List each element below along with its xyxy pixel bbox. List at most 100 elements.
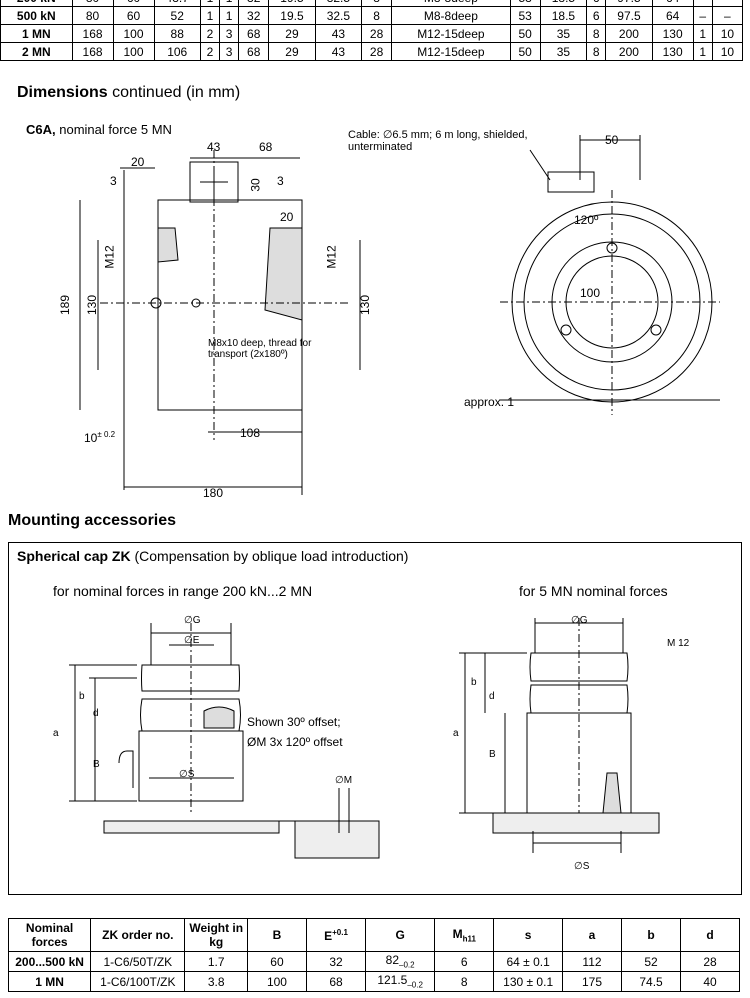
top-table-cell: 8	[361, 6, 393, 25]
top-table-cell: 88	[153, 24, 201, 43]
top-table-cell: 100	[112, 42, 155, 61]
acc-table-cell: 28	[680, 951, 740, 972]
dimensions-table-top: 200 kN806043.7113219.532.58M8-8deep5318.…	[0, 0, 744, 61]
acc-table-cell: 60	[246, 951, 307, 972]
top-table-cell: 130	[651, 42, 694, 61]
top-table-cell: 10	[711, 24, 744, 43]
top-table-cell: 8	[586, 42, 607, 61]
top-table-cell: M8-8deep	[391, 6, 511, 25]
top-table-cell: 100	[112, 24, 155, 43]
c6a-drawing: C6A, nominal force 5 MN	[0, 110, 750, 505]
offset-note-2: ØM 3x 120º offset	[247, 735, 343, 749]
spherical-cap-title-rest: (Compensation by oblique load introducti…	[130, 548, 409, 564]
top-table-cell: 10	[711, 42, 744, 61]
top-table-cell: –	[692, 6, 713, 25]
left-a-label: a	[53, 728, 59, 739]
offset-note-1: Shown 30º offset;	[247, 715, 341, 729]
top-table-cell: 200	[605, 42, 653, 61]
dimensions-heading-rest: continued (in mm)	[107, 84, 241, 101]
top-table-cell: 1	[692, 42, 713, 61]
col-m: Mh11	[434, 918, 495, 952]
dim-3a: 3	[110, 174, 117, 188]
dim-180: 180	[203, 486, 224, 500]
col-zk-order: ZK order no.	[90, 918, 186, 952]
col-s: s	[493, 918, 563, 952]
acc-table-cell: 1-C6/50T/ZK	[90, 951, 186, 972]
thread-note: M8x10 deep, thread for transport (2x180º…	[208, 338, 312, 360]
acc-table-cell: 130 ± 0.1	[493, 971, 563, 992]
acc-table-cell: 40	[680, 971, 740, 992]
left-b-small-label: b	[79, 691, 85, 702]
dim-50: 50	[605, 133, 619, 147]
cable-note: Cable: ∅6.5 mm; 6 m long, shielded, unte…	[348, 129, 528, 153]
top-table-cell: 68	[238, 24, 270, 43]
top-table-cell: 53	[509, 6, 541, 25]
dim-20a: 20	[131, 155, 145, 169]
mounting-heading: Mounting accessories	[8, 512, 177, 529]
left-e-label: ∅E	[184, 635, 200, 646]
top-table-row-label: 500 kN	[0, 6, 73, 25]
dimensions-heading-bold: Dimensions	[17, 84, 108, 101]
top-table-cell: 1	[199, 6, 221, 25]
right-b-big-label: B	[489, 749, 496, 760]
acc-table-row-label: 1 MN	[7, 971, 92, 992]
dim-30: 30	[248, 178, 263, 192]
right-g-label: ∅G	[571, 615, 588, 626]
dim-130b: 130	[358, 294, 373, 316]
acc-table-cell: 1-C6/100T/ZK	[90, 971, 186, 992]
top-table-cell: 3	[219, 24, 240, 43]
top-table-cell: 43	[314, 42, 363, 61]
dim-130a: 130	[85, 294, 100, 316]
acc-table-cell: 3.8	[184, 971, 248, 992]
top-table-cell: 2	[199, 42, 221, 61]
right-b-small-label: b	[471, 677, 477, 688]
col-nominal-forces: Nominal forces	[7, 918, 92, 952]
dimensions-heading: Dimensions continued (in mm)	[17, 84, 240, 102]
left-s-label: ∅S	[179, 769, 195, 780]
c6a-title-bold: C6A,	[26, 122, 56, 137]
c6a-title-rest: nominal force 5 MN	[55, 122, 172, 137]
top-table-cell: 35	[539, 24, 588, 43]
acc-table-cell: 121.5–0.2	[365, 971, 436, 992]
left-g-label: ∅G	[184, 615, 201, 626]
spherical-cap-title: Spherical cap ZK (Compensation by obliqu…	[17, 548, 408, 564]
top-table-cell: 1	[219, 6, 240, 25]
top-table-cell: 200	[605, 24, 653, 43]
c6a-front-view	[79, 135, 720, 495]
top-table-cell: 8	[586, 24, 607, 43]
dim-108: 108	[240, 426, 261, 440]
acc-table-cell: 32	[305, 951, 367, 972]
top-table-cell: 3	[219, 42, 240, 61]
acc-table-cell: 6	[434, 951, 495, 972]
dim-10: 10± 0.2	[84, 430, 116, 445]
top-table-cell: 19.5	[268, 6, 316, 25]
acc-table-row-label: 200...500 kN	[7, 951, 92, 972]
dim-189: 189	[58, 294, 73, 316]
top-table-cell: M12-15deep	[391, 42, 511, 61]
left-caption: for nominal forces in range 200 kN...2 M…	[53, 583, 313, 599]
col-bsmall: b	[620, 918, 682, 952]
top-table-cell: 32.5	[314, 6, 363, 25]
top-table-row-label: 2 MN	[0, 42, 73, 61]
acc-table-cell: 100	[246, 971, 307, 992]
top-table-cell: 64	[651, 6, 694, 25]
top-table-cell: 106	[153, 42, 201, 61]
acc-table-cell: 82–0.2	[365, 951, 436, 972]
top-table-cell: 168	[71, 24, 114, 43]
top-table-cell: M12-15deep	[391, 24, 511, 43]
dim-m12b: M12	[324, 245, 339, 269]
top-table-cell: 52	[153, 6, 201, 25]
acc-table-cell: 175	[562, 971, 622, 992]
top-table-cell: 18.5	[539, 6, 588, 25]
spherical-cap-frame: Spherical cap ZK (Compensation by obliqu…	[8, 542, 742, 895]
acc-table-cell: 64 ± 0.1	[493, 951, 563, 972]
top-table-cell: –	[711, 6, 744, 25]
top-table-cell: 6	[586, 6, 607, 25]
top-table-cell: 29	[268, 24, 316, 43]
top-table-cell: 68	[238, 42, 270, 61]
right-caption: for 5 MN nominal forces	[519, 583, 668, 599]
